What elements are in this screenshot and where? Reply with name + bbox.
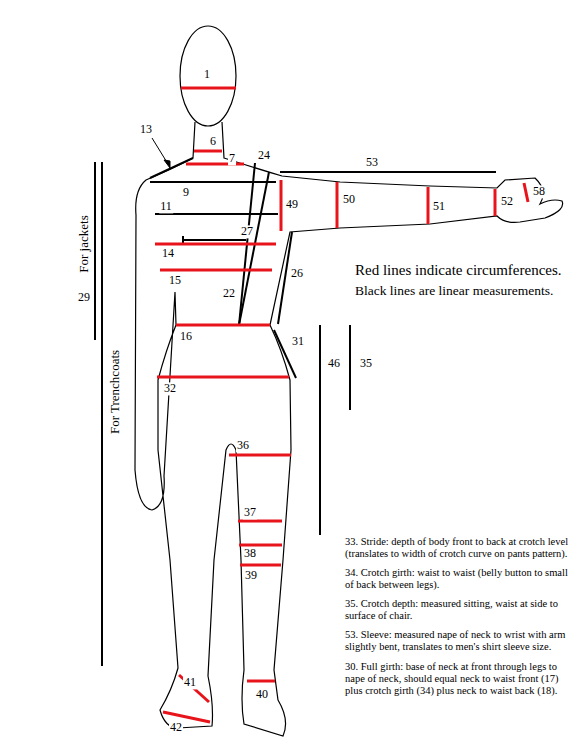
waist-circumference — [176, 324, 270, 327]
callout-number: 9 — [182, 186, 190, 199]
head-outline — [180, 26, 236, 126]
callout-number: 41 — [183, 676, 197, 689]
callout-number: 38 — [243, 547, 257, 560]
callout-number: 24 — [257, 149, 271, 162]
legend-note: Black lines are linear measurements. — [355, 284, 553, 299]
callout-number: 14 — [161, 247, 175, 260]
chest-width-line — [155, 213, 278, 215]
hand-circumference — [524, 183, 528, 202]
callout-number: 35 — [359, 357, 373, 370]
callout-number: 40 — [255, 688, 269, 701]
callout-number: 27 — [240, 225, 254, 238]
callout-number: 11 — [159, 200, 173, 213]
callout-number: 53 — [365, 156, 379, 169]
callout-number: 7 — [228, 152, 236, 165]
leader-line — [152, 138, 170, 168]
jacket-length-line — [94, 162, 96, 340]
callout-number: 15 — [168, 274, 182, 287]
callout-number: 36 — [236, 439, 250, 452]
callout-number: 13 — [139, 123, 153, 136]
callout-number: 29 — [77, 291, 91, 304]
bust-point-line — [183, 239, 246, 241]
sleeve-line — [280, 171, 496, 173]
forearm-circumference — [427, 187, 430, 224]
heel-circumference — [179, 675, 209, 702]
wrist-circumference — [494, 189, 497, 216]
length-note: For jackets — [77, 215, 91, 272]
ankle-circumference — [247, 680, 275, 683]
circumferences — [155, 88, 528, 722]
thigh-circumference — [229, 454, 291, 457]
callout-number: 58 — [532, 185, 546, 198]
callout-number: 22 — [222, 287, 236, 300]
upper-arm-circumference — [280, 180, 283, 231]
callout-number: 31 — [291, 335, 305, 348]
callout-number: 32 — [163, 382, 177, 395]
legend-note: Red lines indicate circumferences. — [355, 262, 562, 279]
measurement-note: 53. Sleeve: measured nape of neck to wri… — [345, 629, 571, 653]
center-length-line — [239, 172, 269, 325]
trenchcoat-length-line — [101, 162, 103, 666]
bust-circumference — [155, 243, 276, 246]
callout-number: 1 — [203, 68, 211, 81]
neck-circumference — [194, 150, 222, 153]
outseam-line — [319, 325, 321, 535]
callout-number: 42 — [169, 721, 183, 734]
crotch-depth-line — [349, 325, 351, 410]
callout-number: 26 — [290, 267, 304, 280]
callout-number: 51 — [432, 200, 446, 213]
callout-number: 50 — [342, 193, 356, 206]
hip-circumference — [157, 376, 289, 379]
measurement-note: 30. Full girth: base of neck at front th… — [345, 661, 571, 697]
callout-number: 39 — [244, 569, 258, 582]
length-note: For Trenchcoats — [108, 350, 122, 434]
callout-number: 46 — [327, 357, 341, 370]
callout-number: 49 — [285, 198, 299, 211]
callout-number: 16 — [179, 330, 193, 343]
below-knee-circumference — [240, 564, 281, 567]
measurement-note: 35. Crotch depth: measured sitting, wais… — [345, 598, 571, 622]
underbust-circumference — [160, 269, 272, 272]
callout-number: 6 — [209, 135, 217, 148]
knee-circumference — [239, 544, 282, 547]
back-width-line — [150, 181, 276, 183]
callout-number: 37 — [243, 506, 257, 519]
measurement-note: 33. Stride: depth of body front to back … — [345, 536, 571, 560]
shoulder-line — [150, 158, 193, 178]
head-circumference — [181, 87, 236, 90]
callout-number: 52 — [500, 195, 514, 208]
measurement-note: 34. Crotch girth: waist to waist (belly … — [345, 567, 571, 591]
arm-circumference — [336, 182, 339, 228]
above-knee-circumference — [238, 520, 282, 523]
